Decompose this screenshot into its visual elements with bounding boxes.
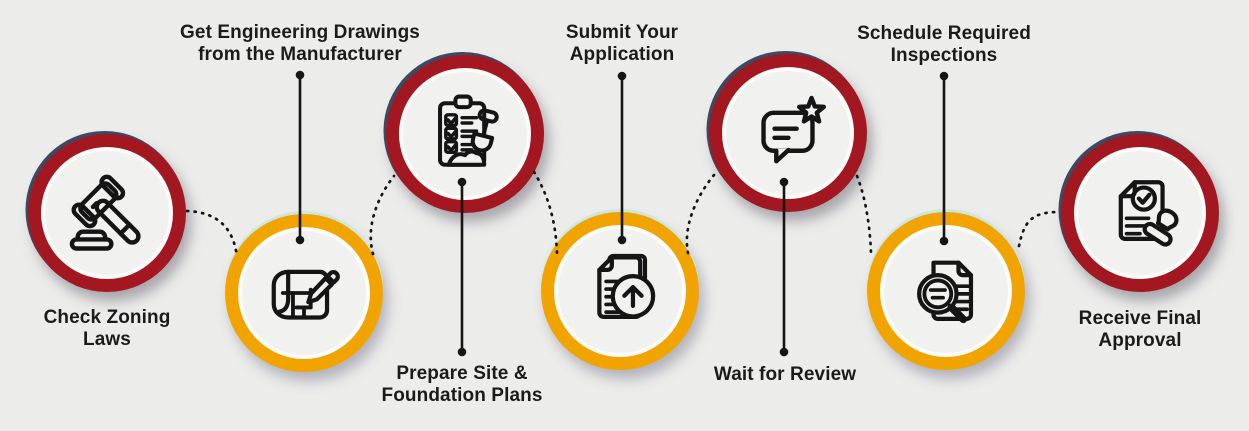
step-7-circle-inner — [1078, 151, 1202, 275]
step-1-label: Check Zoning Laws — [44, 307, 171, 350]
step-7-label: Receive Final Approval — [1079, 308, 1202, 351]
dotted-connector-4-5 — [685, 173, 716, 255]
step-4-label-line1: Submit Your — [565, 22, 679, 43]
dotted-connector-3-4 — [532, 170, 559, 255]
step-7-circle — [1061, 134, 1219, 292]
step-3-label-line1: Prepare Site & — [396, 363, 528, 384]
step-1-label-line2: Laws — [83, 328, 131, 350]
gavel-icon — [69, 174, 141, 251]
step-7-label-line1: Receive Final — [1078, 308, 1202, 329]
step-5-label: Wait for Review — [714, 364, 856, 386]
step-6-label: Schedule Required Inspections — [857, 23, 1031, 66]
dotted-connector-1-2 — [185, 209, 239, 259]
step-2-circle — [225, 214, 383, 372]
step-4-circle-inner — [558, 229, 682, 353]
step-2-circle-inner — [242, 231, 366, 355]
step-4-label-line2: Application — [569, 43, 675, 65]
approved-document-stamp-icon — [1118, 180, 1179, 247]
step-5-circle — [709, 54, 867, 212]
step-3-label-line2: Foundation Plans — [381, 384, 543, 406]
step-6-label-line1: Schedule Required — [857, 23, 1031, 44]
step-5-label-line1: Wait for Review — [713, 364, 857, 385]
step-1-circle-inner — [45, 151, 169, 275]
step-4-circle — [541, 212, 699, 370]
step-5-circle-inner — [726, 71, 850, 195]
step-7-label-line2: Approval — [1098, 329, 1182, 351]
step-6-circle-inner — [884, 229, 1008, 353]
step-2-label: Get Engineering Drawings from the Manufa… — [180, 22, 420, 65]
step-3-circle — [386, 55, 544, 213]
step-2-label-line1: Get Engineering Drawings — [180, 22, 420, 43]
step-6-circle — [867, 212, 1025, 370]
checklist-shovel-icon — [438, 94, 499, 167]
step-1-label-line1: Check Zoning — [43, 307, 171, 328]
dotted-connector-6-7 — [1017, 210, 1061, 248]
upload-documents-icon — [597, 253, 656, 320]
dotted-connector-5-6 — [855, 174, 873, 255]
step-1-circle — [28, 134, 186, 292]
step-3-circle-inner — [403, 72, 527, 196]
document-magnifier-icon — [917, 260, 974, 324]
chat-star-icon — [761, 95, 827, 164]
step-6-label-line2: Inspections — [890, 44, 998, 66]
step-2-label-line2: from the Manufacturer — [198, 43, 402, 65]
blueprint-pencil-icon — [271, 269, 340, 320]
step-3-label: Prepare Site & Foundation Plans — [382, 363, 543, 406]
dotted-connector-2-3 — [369, 174, 396, 256]
step-4-label: Submit Your Application — [566, 22, 678, 65]
